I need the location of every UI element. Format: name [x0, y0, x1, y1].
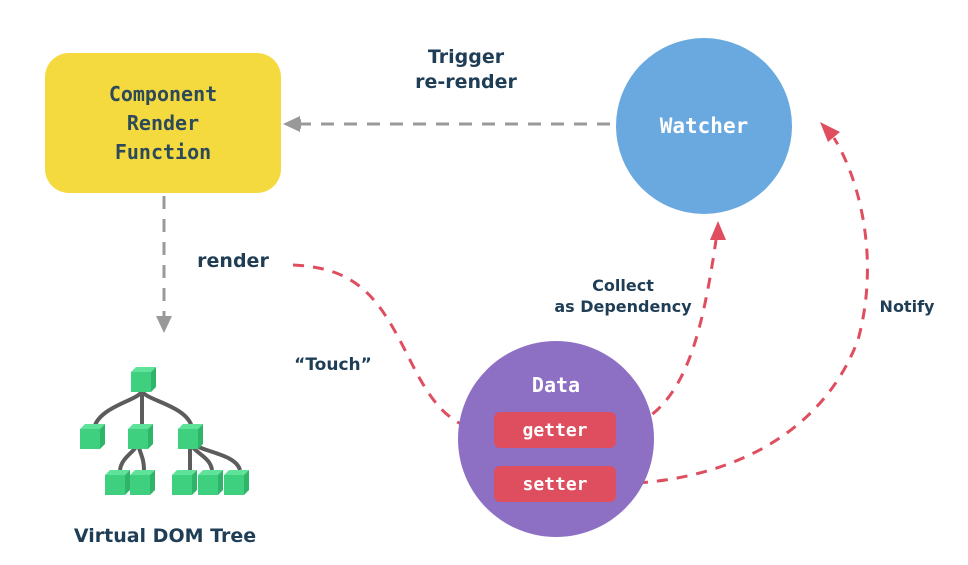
- virtual-dom-tree-caption: Virtual DOM Tree: [73, 525, 257, 547]
- tree-nodes: [80, 367, 249, 495]
- tree-node-cube: [128, 424, 153, 449]
- trigger-line-2: re-render: [415, 70, 517, 93]
- component-line-3: Function: [114, 139, 212, 164]
- getter-pill: getter: [494, 412, 616, 448]
- tree-node-cube: [105, 470, 130, 495]
- render-label: render: [197, 250, 269, 272]
- tree-node-cube: [224, 470, 249, 495]
- collect-line-1: Collect: [592, 276, 654, 295]
- component-line-1: Component: [108, 81, 218, 106]
- collect-line-2: as Dependency: [554, 296, 692, 316]
- watcher-node: Watcher: [616, 38, 792, 214]
- notify-arrow: [616, 137, 869, 486]
- data-node: Data getter setter: [458, 341, 654, 537]
- collect-dependency-label: Collect as Dependency: [548, 276, 698, 318]
- tree-node-cube: [131, 367, 156, 392]
- trigger-rerender-label: Trigger re-render: [396, 45, 536, 94]
- component-render-function-box: Component Render Function: [45, 53, 281, 193]
- notify-arrowhead: [820, 122, 840, 142]
- watcher-label: Watcher: [659, 114, 749, 138]
- data-title: Data: [531, 373, 581, 397]
- setter-pill: setter: [494, 466, 616, 502]
- component-line-2: Render: [126, 110, 200, 135]
- touch-label: “Touch”: [294, 355, 372, 375]
- touch-arrow: [292, 263, 476, 432]
- render-arrowhead: [156, 316, 172, 333]
- notify-label: Notify: [879, 297, 935, 316]
- trigger-arrowhead: [283, 116, 300, 132]
- tree-node-cube: [130, 470, 155, 495]
- tree-node-cube: [198, 470, 223, 495]
- trigger-line-1: Trigger: [427, 46, 505, 68]
- tree-node-cube: [178, 424, 203, 449]
- tree-node-cube: [80, 424, 105, 449]
- collect-arrowhead: [710, 221, 726, 240]
- tree-node-cube: [172, 470, 197, 495]
- virtual-dom-tree-icon: [92, 389, 242, 471]
